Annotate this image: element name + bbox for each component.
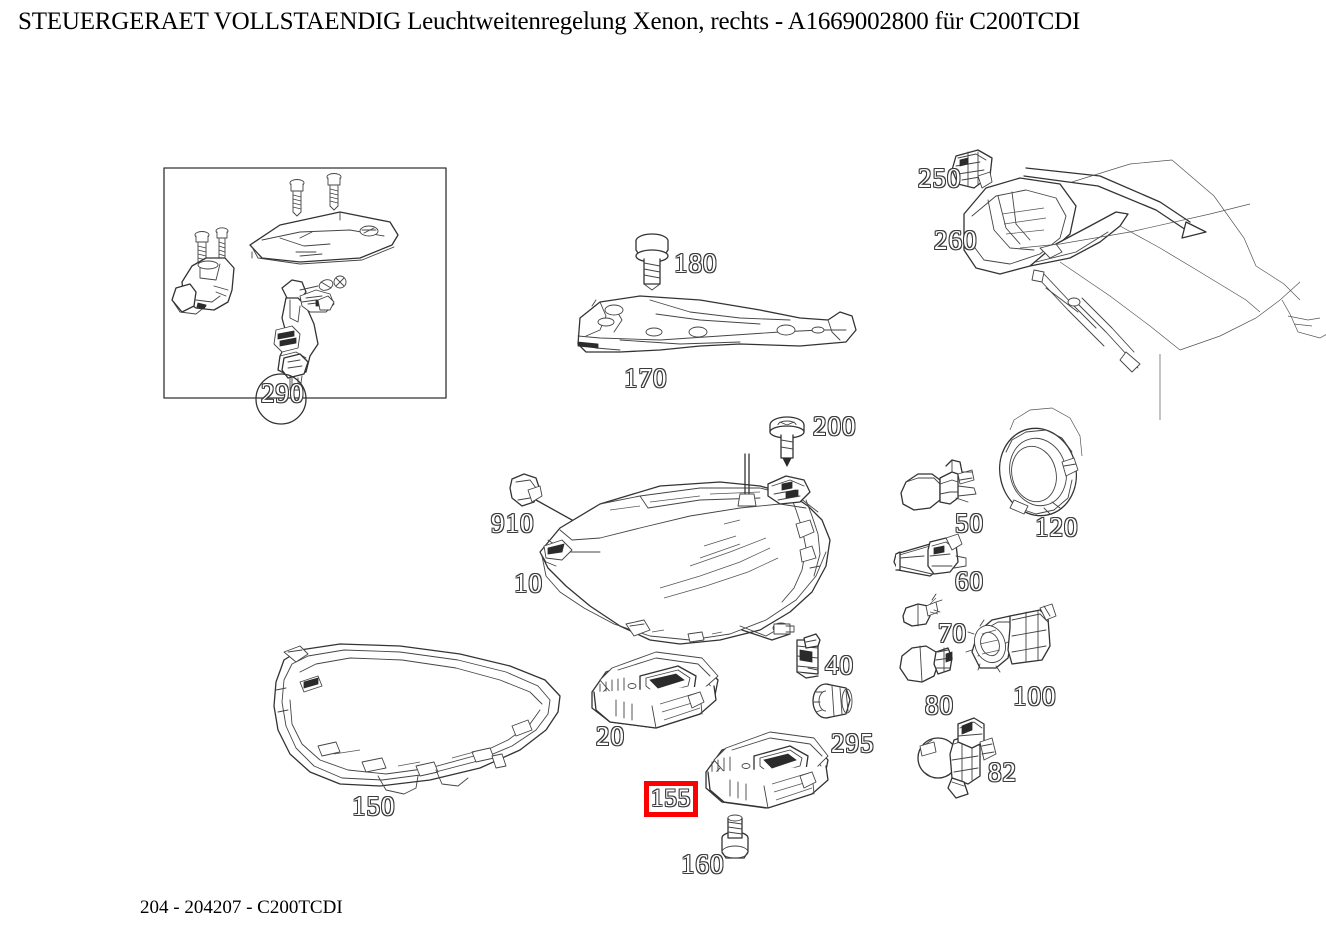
clip-200 [769,416,805,467]
highlight-label: 155 [650,785,692,812]
clip-40 [796,633,821,679]
callout-180: 180 [674,248,718,278]
bracket-170 [577,295,857,353]
highlighted-part-callout-155: 155 [644,781,698,817]
headlamp-assembly-10 [539,453,831,645]
bulb-60 [893,533,967,577]
callout-80: 80 [925,690,954,720]
bulb-50 [900,459,977,511]
car-body-outline [1009,159,1326,457]
bulb-70 [902,593,943,627]
callout-100: 100 [1013,681,1057,711]
callout-40: 40 [825,650,854,680]
motor-100 [965,603,1057,673]
inset-cover-plate [249,211,399,265]
control-unit-155 [705,731,829,809]
grommet-295 [812,683,853,719]
inset-detail-box [163,167,447,399]
screw-160 [721,814,749,859]
callout-910: 910 [491,508,535,538]
ring-120 [998,427,1079,517]
sensor-250 [951,149,993,189]
callout-200: 200 [813,411,857,441]
page-title: STEUERGERAET VOLLSTAENDIG Leuchtweitenre… [18,8,1081,35]
inset-housing [171,257,235,315]
lens-frame-150 [273,643,561,795]
callout-20: 20 [596,721,625,751]
connector-910 [509,473,621,549]
callout-120: 120 [1035,512,1079,542]
callout-250: 250 [918,163,962,193]
callout-82: 82 [988,757,1017,787]
callout-150: 150 [352,791,396,821]
callout-290: 290 [261,378,305,408]
callout-60: 60 [955,566,984,596]
callout-10: 10 [514,568,543,598]
inset-reference-circle [255,373,307,425]
inset-bracket-mechanism [273,275,347,391]
page-footer: 204 - 204207 - C200TCDI [140,897,343,918]
callout-170: 170 [624,363,668,393]
cowl-panel-260 [963,167,1207,275]
callout-50: 50 [955,508,984,538]
callout-295: 295 [831,728,875,758]
callout-160: 160 [681,849,725,879]
callout-70: 70 [938,618,967,648]
bulb-socket-82 [917,717,997,799]
bulb-80 [899,645,953,683]
callout-260: 260 [934,225,978,255]
ballast-20 [591,651,719,729]
clip-180 [635,233,669,291]
inset-screw-a [289,179,305,217]
inset-screw-b [326,173,342,211]
